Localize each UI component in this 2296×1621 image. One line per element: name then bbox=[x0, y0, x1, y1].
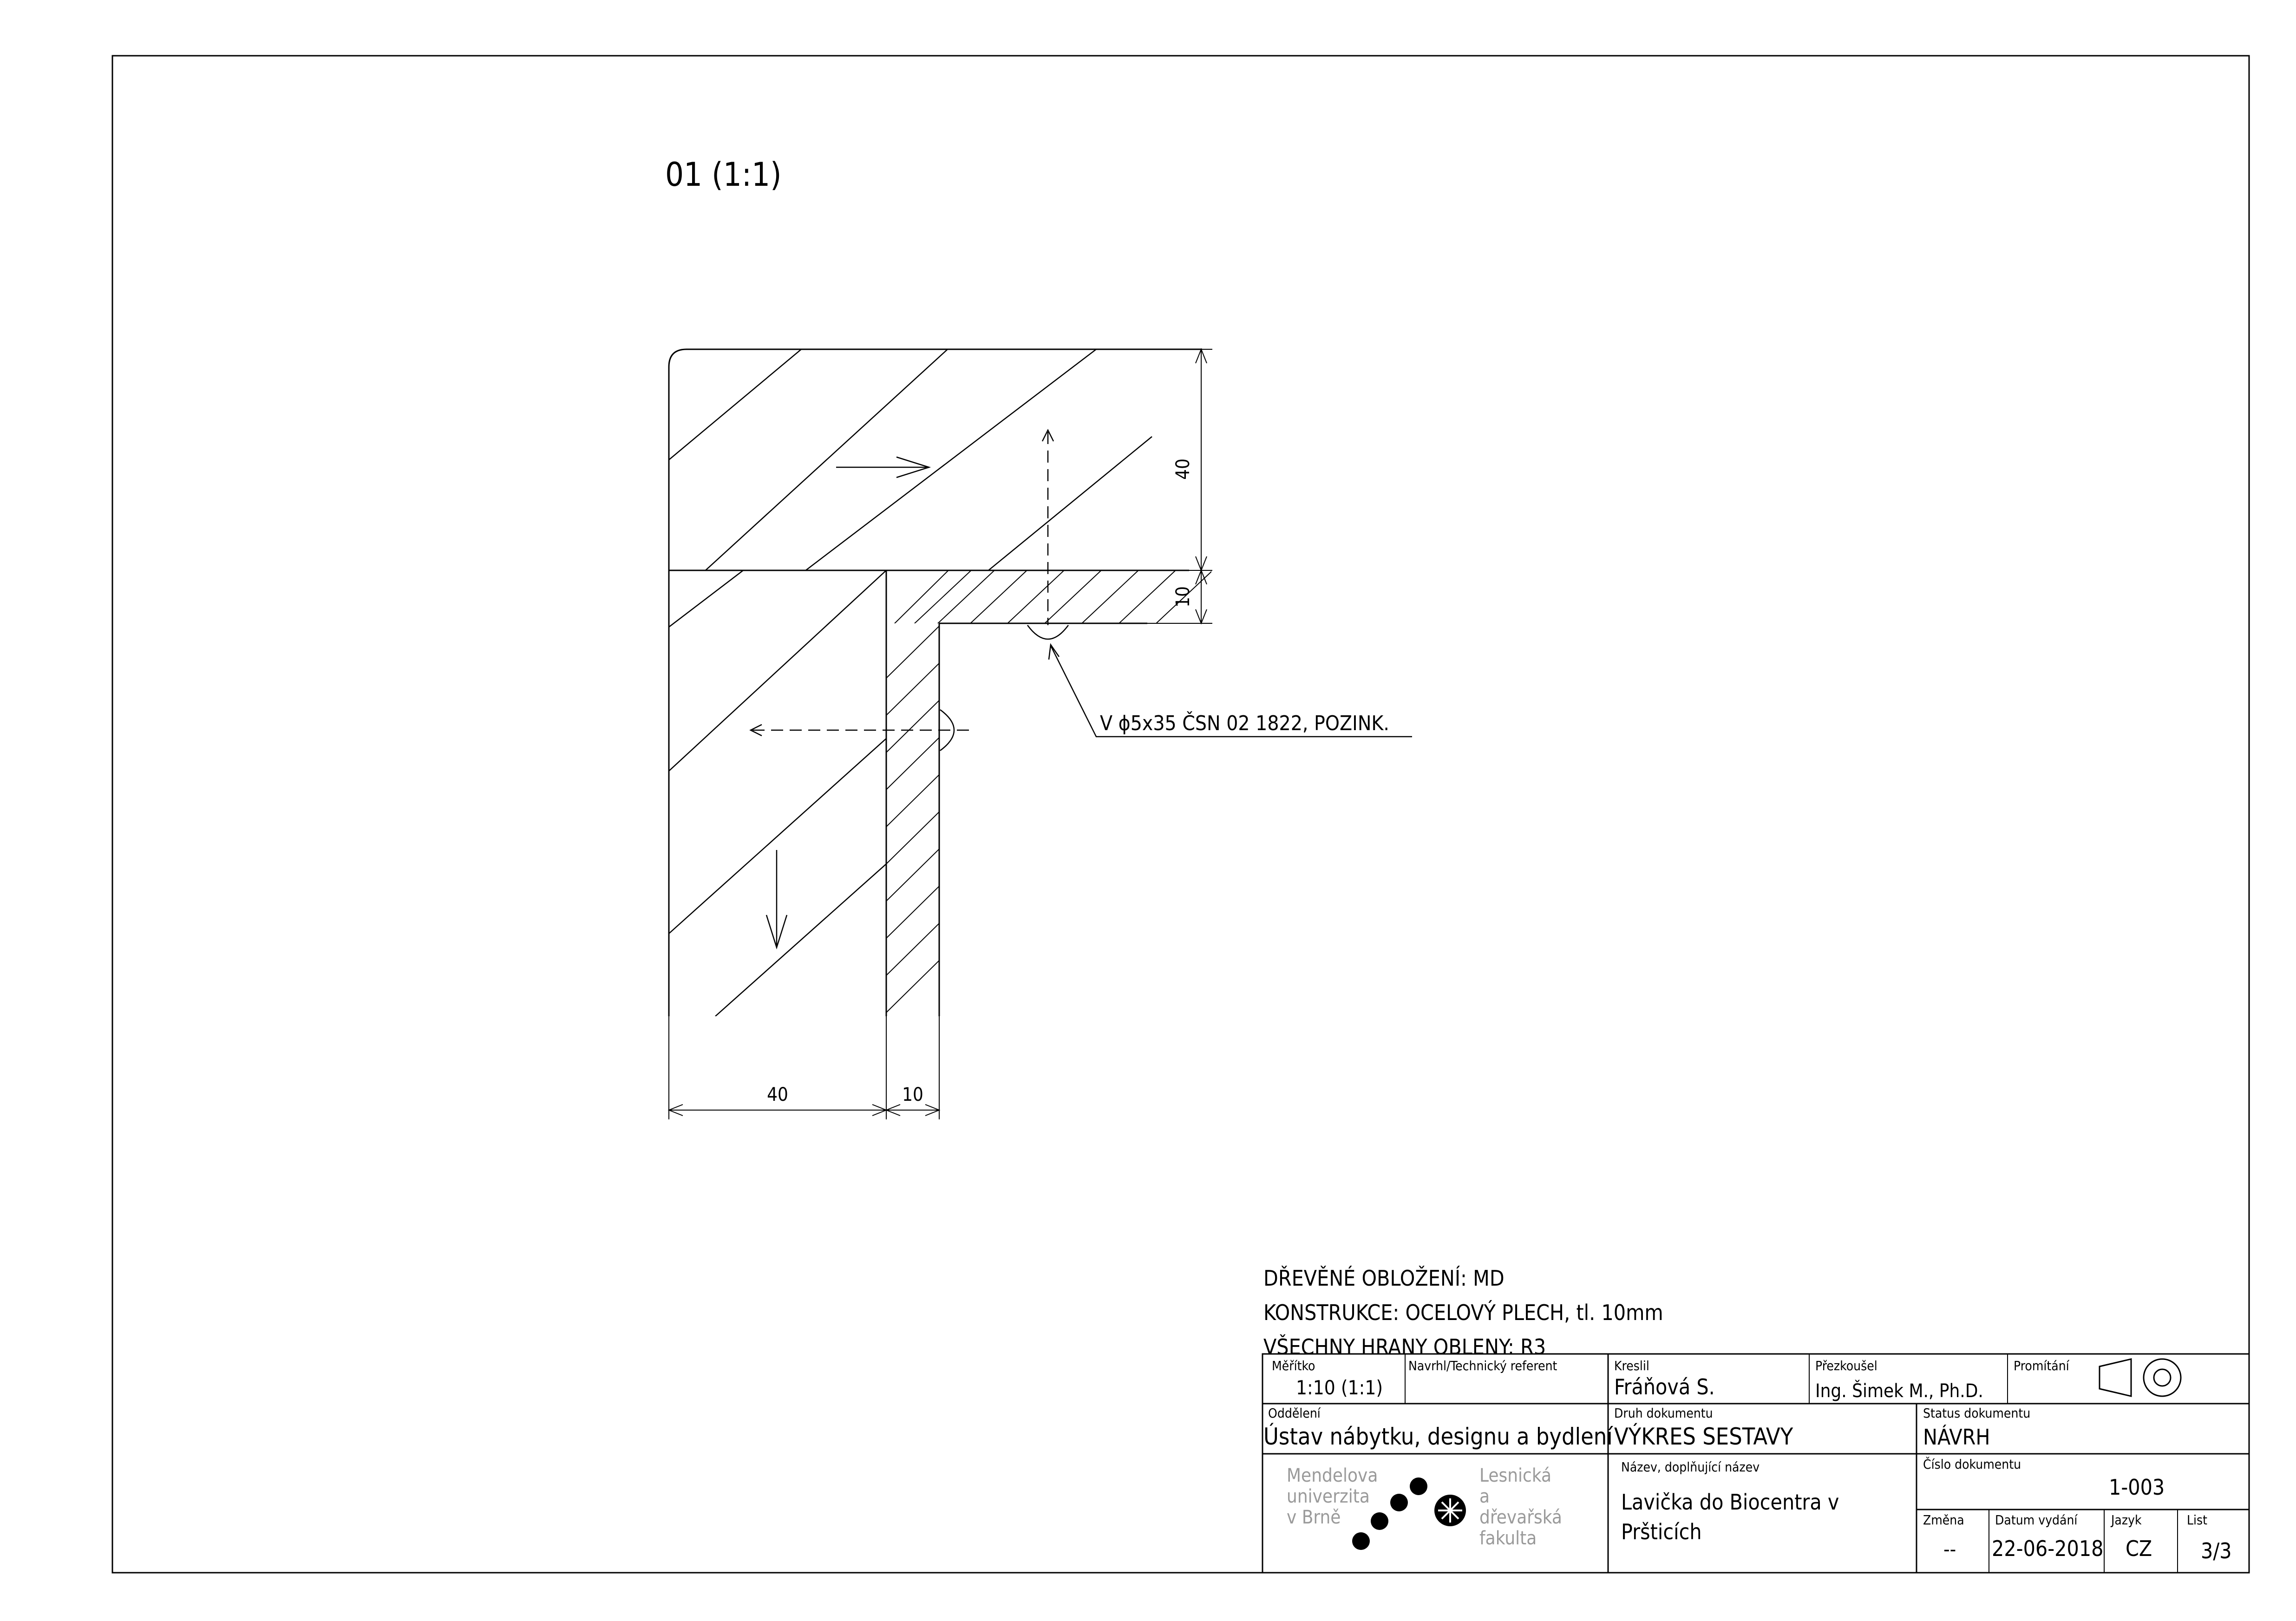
name-label: Název, doplňující název bbox=[1621, 1459, 1760, 1475]
title-block-grid-thin bbox=[1405, 1354, 2178, 1573]
university-line-3: v Brně bbox=[1287, 1507, 1341, 1528]
screw-callout-text: V ϕ5x35 ČSN 02 1822, POZINK. bbox=[1100, 711, 1389, 735]
faculty-line-1: Lesnická bbox=[1479, 1465, 1551, 1486]
steel-hatch-horizontal bbox=[894, 570, 1211, 623]
name-line-1: Lavička do Biocentra v bbox=[1621, 1490, 1839, 1515]
screw-horizontal-arrow bbox=[749, 709, 955, 752]
university-logo-icon bbox=[1352, 1477, 1466, 1550]
projection-label: Promítání bbox=[2014, 1358, 2070, 1373]
date-label: Datum vydání bbox=[1995, 1512, 2078, 1528]
scale-value: 1:10 (1:1) bbox=[1296, 1376, 1383, 1399]
section-outline bbox=[668, 348, 1202, 1016]
checked-value: Ing. Šimek M., Ph.D. bbox=[1815, 1379, 1983, 1402]
screw-vertical-arrow bbox=[1027, 429, 1069, 640]
title-block-grid bbox=[1262, 1353, 2250, 1574]
faculty-line-3: dřevařská bbox=[1479, 1507, 1562, 1528]
name-line-2: Pršticích bbox=[1621, 1519, 1702, 1544]
department-value: Ústav nábytku, designu a bydlení bbox=[1263, 1423, 1613, 1450]
steel-hatch-vertical bbox=[886, 625, 939, 1013]
date-value: 22-06-2018 bbox=[1992, 1536, 2103, 1561]
dim-top-height: 40 bbox=[1172, 458, 1194, 480]
university-line-2: univerzita bbox=[1287, 1486, 1370, 1507]
checked-label: Přezkoušel bbox=[1815, 1358, 1877, 1373]
sheet-border bbox=[111, 55, 2250, 1574]
status-label: Status dokumentu bbox=[1923, 1405, 2030, 1421]
grain-arrow-down bbox=[765, 850, 788, 950]
university-line-1: Mendelova bbox=[1287, 1465, 1378, 1486]
lang-label: Jazyk bbox=[2110, 1512, 2142, 1528]
dim-bottom-plate: 10 bbox=[902, 1084, 923, 1105]
dimension-bottom bbox=[667, 1016, 941, 1119]
doctype-value: VÝKRES SESTAVY bbox=[1614, 1423, 1793, 1450]
faculty-line-4: fakulta bbox=[1479, 1528, 1537, 1549]
scale-label: Měřítko bbox=[1272, 1358, 1315, 1373]
dim-bottom-width: 40 bbox=[767, 1084, 788, 1105]
dim-plate-height: 10 bbox=[1172, 586, 1194, 608]
drawn-label: Kreslil bbox=[1614, 1358, 1649, 1373]
designer-label: Navrhl/Technický referent bbox=[1408, 1358, 1557, 1373]
projection-symbol-icon bbox=[2099, 1358, 2182, 1397]
sheet-value: 3/3 bbox=[2201, 1538, 2232, 1563]
view-title: 01 (1:1) bbox=[665, 156, 782, 194]
faculty-line-2: a bbox=[1479, 1486, 1490, 1507]
wood-hatch-left bbox=[669, 570, 886, 1016]
dimension-right bbox=[1147, 348, 1212, 625]
change-label: Změna bbox=[1923, 1512, 1964, 1528]
grain-arrow-right bbox=[836, 456, 931, 478]
change-value: -- bbox=[1943, 1538, 1956, 1561]
docnum-label: Číslo dokumentu bbox=[1923, 1456, 2021, 1472]
department-label: Oddělení bbox=[1268, 1405, 1321, 1421]
docnum-value: 1-003 bbox=[2109, 1475, 2165, 1500]
note-wood: DŘEVĚNÉ OBLOŽENÍ: MD bbox=[1263, 1266, 1505, 1291]
lang-value: CZ bbox=[2126, 1536, 2152, 1561]
drawn-value: Fráňová S. bbox=[1614, 1374, 1715, 1399]
doctype-label: Druh dokumentu bbox=[1614, 1405, 1713, 1421]
status-value: NÁVRH bbox=[1923, 1425, 1990, 1450]
screw-leader bbox=[1048, 643, 1412, 738]
sheet-label: List bbox=[2187, 1512, 2207, 1528]
wood-hatch-top bbox=[669, 349, 1152, 570]
note-construction: KONSTRUKCE: OCELOVÝ PLECH, tl. 10mm bbox=[1263, 1300, 1663, 1325]
